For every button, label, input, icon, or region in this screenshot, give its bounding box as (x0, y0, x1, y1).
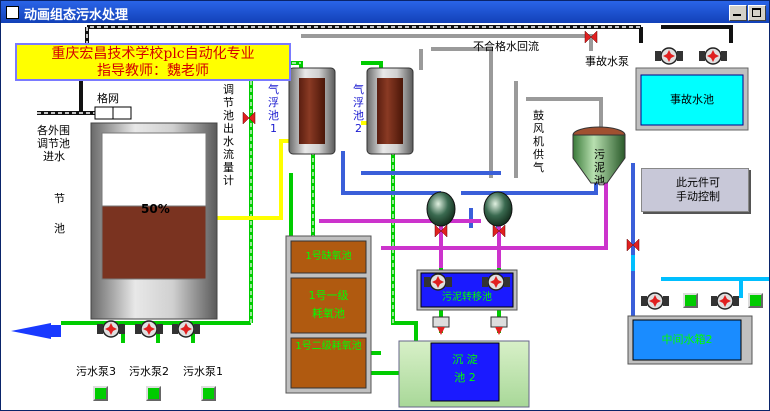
anoxic-pool-1 (290, 240, 367, 274)
regulating-outflow-label: 调节池出水流量计 (223, 83, 234, 187)
title-bar[interactable]: 动画组态污水处理 (1, 1, 769, 23)
manual-control-line-2: 手动控制 (676, 190, 720, 203)
middle-tank-label: 中间水箱2 (661, 333, 713, 346)
float-tank-1 (288, 67, 336, 155)
sludge-transfer-label: 污泥转移池 (442, 292, 492, 303)
tank-label-chi: 池 (54, 222, 65, 235)
process-diagram (11, 25, 769, 408)
accident-pool (640, 74, 744, 126)
pump-2-label: 污水泵2 (129, 365, 169, 378)
grid-label: 格网 (97, 92, 119, 105)
pump-3-indicator[interactable] (93, 386, 108, 401)
inflow-label-2: 调节池 (37, 137, 70, 150)
school-banner: 重庆宏昌技术学校plc自动化专业 指导教师：魏老师 (15, 43, 291, 81)
blower-label: 鼓风机供气 (533, 109, 544, 174)
pump-1-indicator[interactable] (201, 386, 216, 401)
settling-pool (430, 342, 500, 402)
settling-line-2: 池 2 (454, 371, 476, 384)
sludge-cone-tank (572, 126, 626, 184)
grid-screen-left (94, 106, 114, 120)
settling-valve-1-icon[interactable] (432, 316, 450, 335)
blower-ball-2 (483, 191, 513, 227)
pump-3-label: 污水泵3 (76, 365, 116, 378)
anoxic-pool-1-label: 1号缺氧池 (305, 251, 352, 262)
magenta-pipes (319, 173, 608, 268)
settling-line-1: 沉 淀 (452, 353, 478, 366)
tank-level-percent: 50% (141, 202, 170, 216)
grid-screen-right (112, 106, 132, 120)
return-flow-label: 不合格水回流 (473, 40, 539, 53)
float-tank-1-label: 气浮池1 (268, 83, 279, 135)
manual-control-panel[interactable]: 此元件可 手动控制 (641, 168, 749, 212)
grey-pipes (301, 34, 603, 178)
maximize-icon (752, 8, 761, 17)
middle-pump-2-icon[interactable] (710, 292, 740, 310)
aerobic-pool-2 (290, 337, 367, 389)
aerobic-pool-1-line-1: 1号一级 (308, 289, 349, 302)
sludge-pool-label: 污泥池 (594, 148, 605, 187)
pump-1-label: 污水泵1 (183, 365, 223, 378)
inflow-label-3: 进水 (43, 150, 65, 163)
manual-control-line-1: 此元件可 (676, 176, 720, 189)
window-app-icon (6, 6, 19, 19)
banner-line-1: 重庆宏昌技术学校plc自动化专业 (51, 46, 255, 62)
pump-2-indicator[interactable] (146, 386, 161, 401)
minimize-button[interactable] (729, 5, 747, 21)
tank-label-jie: 节 (54, 192, 65, 205)
accident-pump-label: 事故水泵 (585, 55, 629, 68)
middle-tank (632, 319, 742, 361)
accident-pump-1-icon[interactable] (654, 47, 684, 65)
inflow-label-1: 各外围 (37, 124, 70, 137)
settling-pool-label: 沉 淀 池 2 (431, 351, 499, 387)
inflow-arrow-icon (11, 323, 61, 339)
minimize-icon (733, 14, 741, 16)
aerobic-pool-2-label: 1号二级耗氧池 (295, 341, 362, 352)
aerobic-pool-1-line-2: 耗氧池 (312, 307, 345, 320)
middle-pump-1-icon[interactable] (640, 292, 670, 310)
window-title: 动画组态污水处理 (24, 8, 129, 23)
blower-ball-1 (426, 191, 456, 227)
settling-valve-2-icon[interactable] (490, 316, 508, 335)
accident-pump-2-icon[interactable] (698, 47, 728, 65)
aerobic-pool-1 (290, 277, 367, 334)
middle-pump-1-indicator[interactable] (683, 293, 698, 308)
float-tank-2-label: 气浮池2 (353, 83, 364, 135)
float-tank-2 (366, 67, 414, 155)
process-canvas: 重庆宏昌技术学校plc自动化专业 指导教师：魏老师 格网 各外围 调节池 进水 … (1, 23, 769, 410)
maximize-button[interactable] (748, 5, 766, 21)
banner-line-2: 指导教师：魏老师 (97, 63, 209, 79)
accident-pool-label: 事故水池 (670, 93, 714, 106)
aerobic-pool-1-label: 1号一级 耗氧池 (291, 287, 366, 323)
middle-pump-2-indicator[interactable] (748, 293, 763, 308)
manual-control-label: 此元件可 手动控制 (676, 176, 720, 204)
regulating-tank (90, 122, 218, 320)
cyan-pipes (631, 255, 769, 298)
